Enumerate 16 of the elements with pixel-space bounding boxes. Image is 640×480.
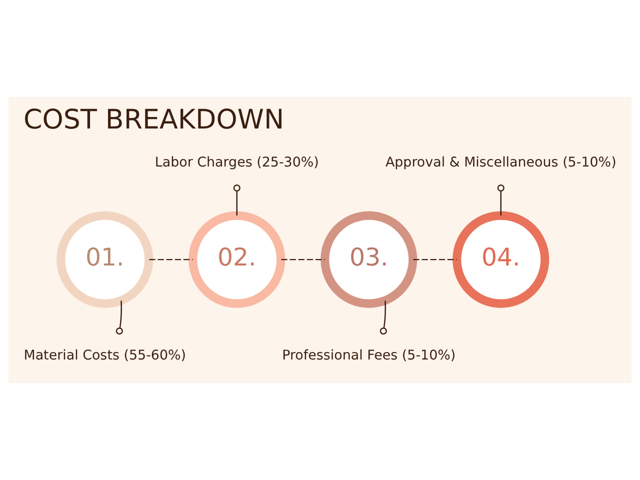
node-text: Labor Charges (25-30%) — [154, 155, 319, 170]
diagram-title: COST BREAKDOWN — [23, 104, 284, 136]
node-circle: 03. — [320, 211, 418, 308]
connector — [281, 258, 325, 260]
connector — [413, 258, 457, 260]
connector — [149, 258, 193, 260]
connector — [233, 184, 240, 216]
connector — [380, 300, 387, 335]
node-text: Material Costs (55-60%) — [24, 348, 186, 364]
node-circle: 02. — [188, 211, 286, 308]
node-text: Approval & Miscellaneous (5-10%) — [385, 155, 616, 170]
node-circle: 01. — [56, 211, 154, 308]
connector — [497, 184, 504, 216]
node-circle: 04. — [452, 211, 550, 308]
node-text: Professional Fees (5-10%) — [282, 348, 456, 364]
connector — [116, 300, 123, 335]
